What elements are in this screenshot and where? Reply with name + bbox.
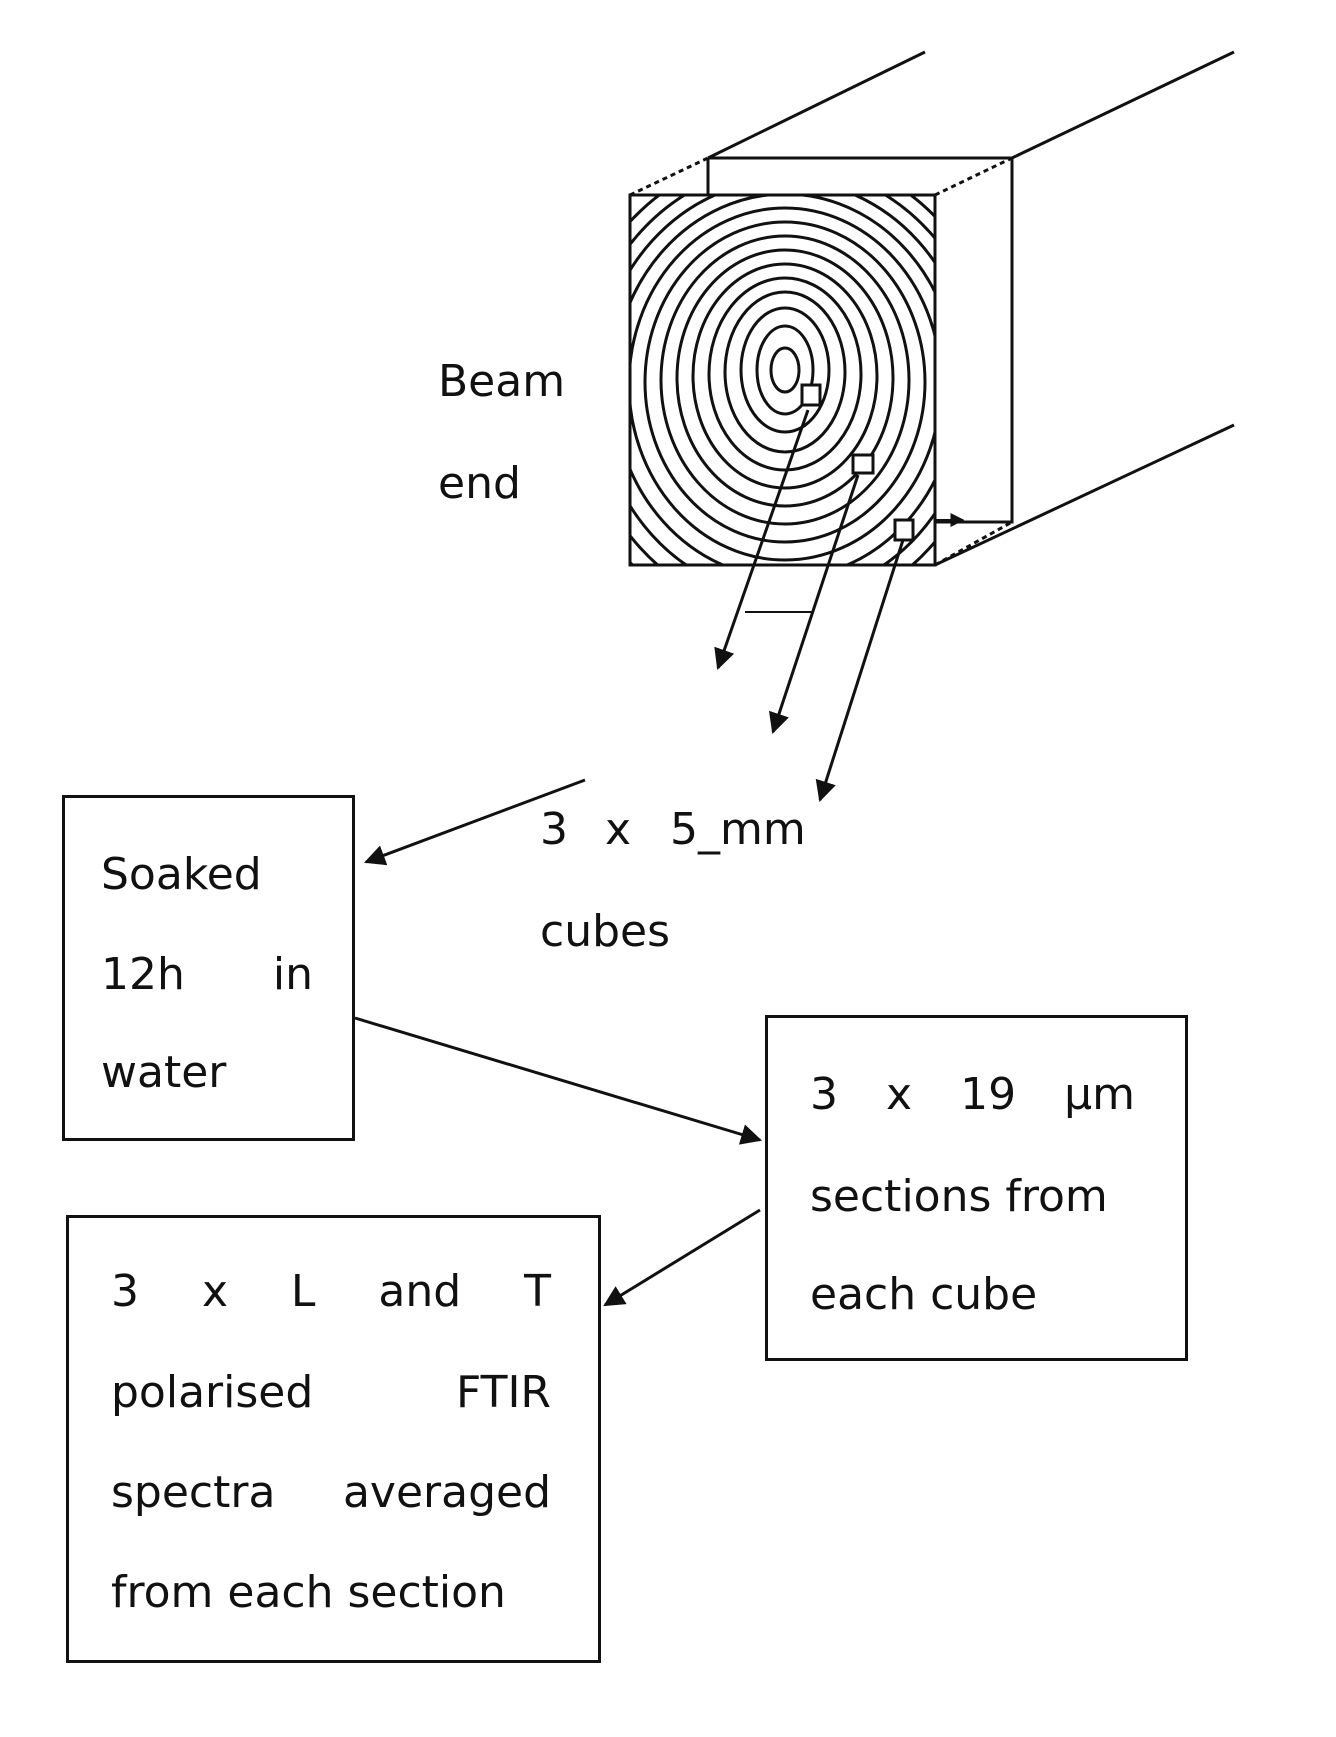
sections-times: x: [886, 1069, 913, 1120]
ftir-and: and: [378, 1266, 462, 1317]
beam-label-line1: Beam: [438, 356, 566, 407]
ftir-line3: spectra averaged: [111, 1471, 551, 1515]
sections-box: 3 x 19 µm sections from each cube: [765, 1015, 1188, 1361]
sections-line1: 3 x 19 µm: [810, 1073, 1135, 1117]
ftir-t: T: [524, 1266, 551, 1317]
soaked-in: in: [272, 949, 313, 1000]
sections-count: 3: [810, 1069, 838, 1120]
ftir-times: x: [201, 1266, 228, 1317]
sections-unit: µm: [1064, 1069, 1135, 1120]
ftir-line2: polarised FTIR: [111, 1371, 551, 1415]
ftir-count: 3: [111, 1266, 139, 1317]
ftir-ftir: FTIR: [456, 1367, 551, 1418]
beam-label-line2: end: [438, 458, 521, 509]
arrow-cube-1: [714, 409, 810, 670]
arrow-to-sections: [354, 1016, 763, 1145]
soaked-line2: 12h in: [101, 953, 313, 997]
ftir-spectra: spectra: [111, 1467, 276, 1518]
arrow-cube-3: [815, 539, 905, 803]
arrow-to-soaked: [364, 778, 586, 866]
cubes-word: cubes: [540, 906, 671, 957]
soaked-line1: Soaked: [101, 849, 262, 900]
cubes-times: x: [605, 804, 632, 855]
ftir-line1: 3 x L and T: [111, 1270, 551, 1314]
ftir-averaged: averaged: [342, 1467, 551, 1518]
ftir-polarised: polarised: [111, 1367, 314, 1418]
ftir-line4: from each section: [111, 1567, 506, 1618]
soaked-duration: 12h: [101, 949, 185, 1000]
sections-line2: sections from: [810, 1171, 1108, 1222]
sections-thickness: 19: [960, 1069, 1017, 1120]
beam-outline: [629, 50, 1235, 567]
sections-line3: each cube: [810, 1269, 1038, 1320]
soaked-line3: water: [101, 1047, 227, 1098]
ftir-l: L: [290, 1266, 316, 1317]
cubes-size: 5_mm: [670, 804, 806, 855]
arrow-to-ftir: [603, 1208, 761, 1307]
sample-marker-outer: [893, 518, 915, 542]
ftir-box: 3 x L and T polarised FTIR spectra avera…: [66, 1215, 601, 1663]
beam-end-face: [628, 193, 937, 567]
growth-rings: [630, 195, 935, 565]
sample-marker-middle: [851, 453, 875, 475]
soaked-box: Soaked 12h in water: [62, 795, 355, 1141]
arrow-cube-2: [768, 474, 860, 734]
sample-markers: [800, 383, 915, 542]
cubes-count: 3: [540, 804, 568, 855]
sample-marker-pith: [800, 383, 822, 407]
